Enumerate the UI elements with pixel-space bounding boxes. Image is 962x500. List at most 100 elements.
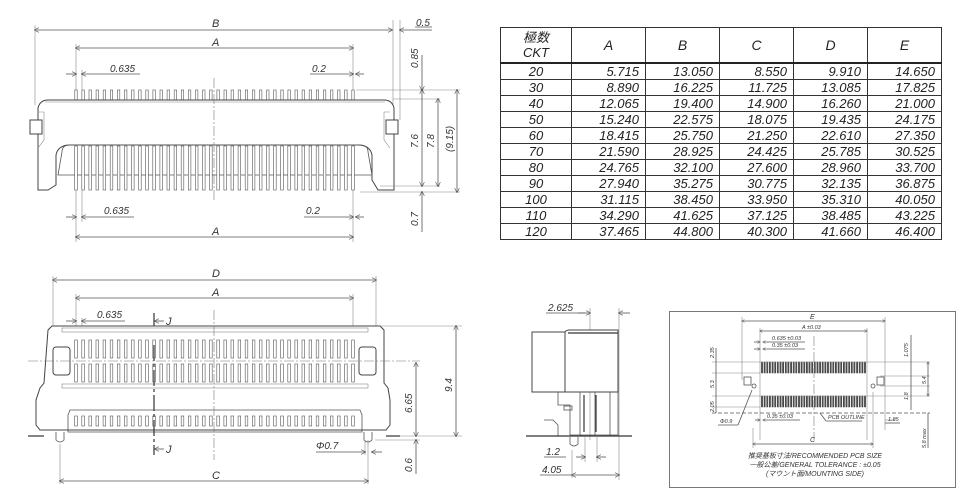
- contact-pin: [337, 363, 341, 383]
- contact-pin: [138, 89, 142, 101]
- pitch-label-top: 0.635: [110, 64, 135, 75]
- cell-D: 13.085: [793, 79, 868, 96]
- cell-D: 38.485: [793, 207, 868, 224]
- pcb-pad: [787, 361, 790, 374]
- pcb-note-tolerance: 一般公差/GENERAL TOLERANCE : ±0.05: [749, 462, 881, 469]
- contact-pin: [95, 363, 99, 383]
- pcb-pad: [856, 395, 858, 408]
- pcb-pad: [850, 395, 853, 408]
- contact-pin: [166, 145, 170, 191]
- top-view-upper-pins: [74, 339, 355, 359]
- contact-pin: [138, 145, 142, 191]
- contact-pin: [344, 89, 348, 101]
- cell-A: 31.115: [571, 191, 646, 208]
- pcb-pad: [811, 395, 814, 408]
- contact-pin: [209, 339, 213, 359]
- header-col-A: A: [571, 27, 646, 64]
- contact-pin: [216, 145, 220, 191]
- contact-pin: [209, 363, 213, 383]
- cell-ckt: 40: [500, 95, 572, 112]
- contact-pin: [301, 363, 305, 383]
- pcb-pad: [837, 395, 840, 408]
- pcb-dim-label-1-8: 1.8: [904, 391, 910, 400]
- cell-ckt: 50: [500, 111, 572, 128]
- pcb-note-mounting-side: (マウント面/MOUNTING SIDE): [766, 471, 864, 478]
- contact-pin: [344, 415, 348, 427]
- contact-pin: [252, 363, 256, 383]
- header-col-C: C: [719, 27, 794, 64]
- cell-E: 40.050: [867, 191, 942, 208]
- contact-pin: [131, 363, 135, 383]
- top-view-lower-pins: [74, 363, 355, 383]
- contact-pin: [109, 145, 114, 191]
- contact-pin: [195, 415, 199, 427]
- contact-pin: [287, 89, 291, 101]
- contact-pin: [244, 415, 249, 427]
- contact-pin: [230, 339, 234, 359]
- contact-pin: [131, 89, 135, 101]
- contact-pin: [266, 339, 270, 359]
- contact-pin: [180, 363, 185, 383]
- contact-pin: [74, 145, 78, 191]
- pcb-pad: [843, 395, 845, 408]
- cell-A: 34.290: [571, 207, 646, 224]
- pcb-pad: [776, 361, 779, 374]
- cell-E: 24.175: [867, 111, 942, 128]
- cell-D: 35.310: [793, 191, 868, 208]
- contact-pin: [287, 145, 291, 191]
- cell-C: 24.425: [719, 143, 794, 160]
- contact-pin: [166, 415, 170, 427]
- pcb-pad: [774, 395, 777, 408]
- contact-pin: [88, 415, 92, 427]
- contact-pin: [216, 415, 220, 427]
- pitch-label-bottom: 0.635: [104, 206, 129, 217]
- pcb-dim-label-0-35-bottom: 0.35 ±0.03: [767, 414, 794, 420]
- contact-pin: [81, 363, 85, 383]
- pcb-dim-label-phi-0-9: Φ0.9: [720, 419, 732, 425]
- pcb-pad: [864, 395, 866, 408]
- contact-pin: [223, 89, 227, 101]
- pcb-pad: [806, 361, 808, 374]
- pcb-pad: [864, 361, 866, 374]
- contact-pin: [209, 89, 213, 101]
- contact-pin: [159, 363, 163, 383]
- pcb-pad: [761, 395, 763, 408]
- contact-pin: [195, 89, 199, 101]
- contact-pin: [344, 363, 348, 383]
- cell-C: 37.125: [719, 207, 794, 224]
- pcb-pad: [800, 361, 803, 374]
- contact-pin: [102, 89, 106, 101]
- pcb-pad: [782, 395, 784, 408]
- cell-E: 46.400: [867, 223, 942, 240]
- pcb-pad: [787, 395, 790, 408]
- cell-D: 32.135: [793, 175, 868, 192]
- contact-pin: [209, 415, 213, 427]
- pcb-pad: [829, 395, 832, 408]
- contact-pin: [152, 89, 156, 101]
- front-view-drawing: B 0.5 A 0.635 0.2 0.85 7.6 7.8 (9.15) 0.…: [29, 18, 460, 242]
- contact-pin: [109, 363, 114, 383]
- cell-A: 12.065: [571, 95, 646, 112]
- contact-pin: [244, 363, 249, 383]
- pcb-pad: [763, 395, 766, 408]
- contact-pin: [351, 145, 355, 191]
- pcb-pad: [816, 395, 819, 408]
- cell-B: 38.450: [645, 191, 720, 208]
- cell-D: 9.910: [793, 62, 868, 80]
- contact-pin: [166, 89, 170, 101]
- pcb-pad: [782, 361, 784, 374]
- dim-label-D: D: [212, 268, 220, 280]
- pcb-pad: [843, 361, 845, 374]
- contact-pin: [337, 415, 341, 427]
- contact-pin: [145, 89, 149, 101]
- pcb-pad: [837, 361, 840, 374]
- pcb-pad: [853, 361, 856, 374]
- contact-pin: [322, 145, 327, 191]
- pcb-dim-label-2-35: 2.35: [710, 346, 716, 359]
